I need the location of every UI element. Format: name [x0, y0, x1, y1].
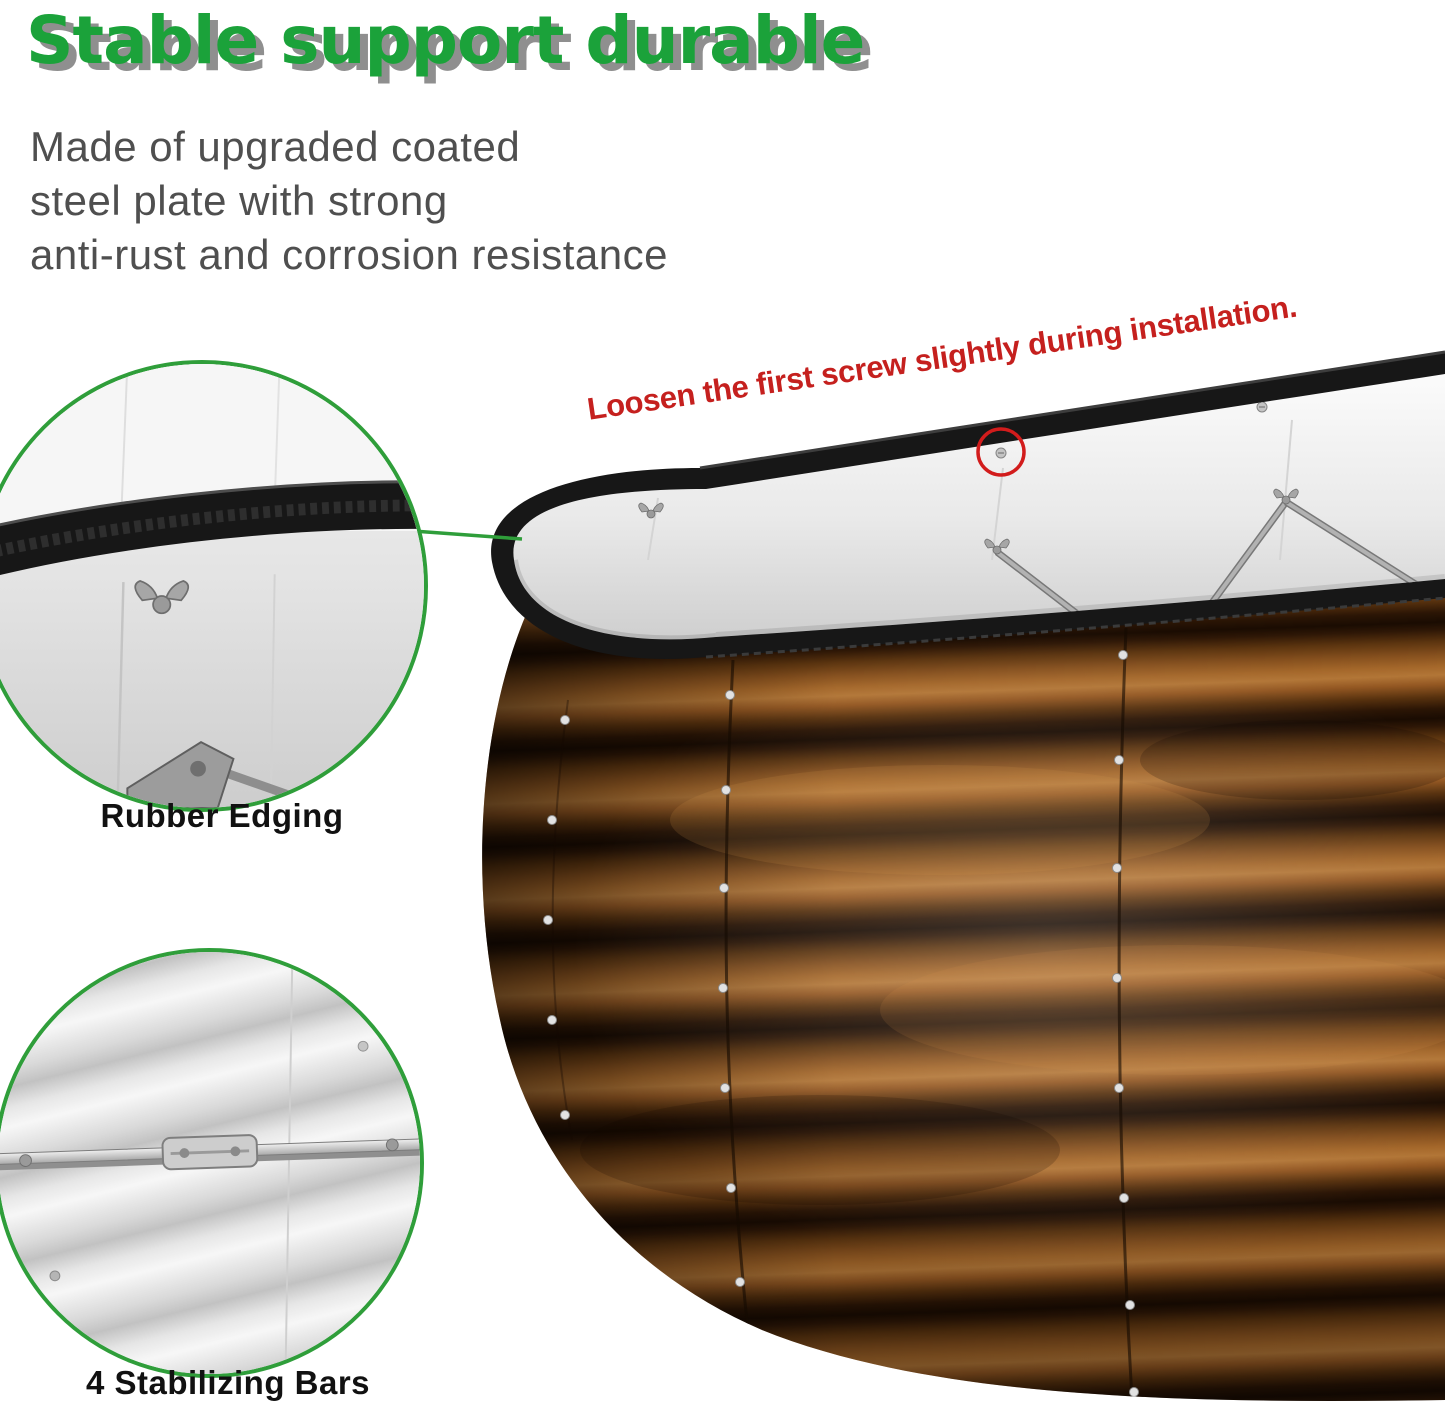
wingnut-zoom — [134, 579, 190, 615]
page-subtitle: Made of upgraded coated steel plate with… — [30, 123, 668, 278]
stabilizing-bars-callout — [0, 948, 424, 1378]
red-highlight-circle — [976, 427, 1026, 477]
bed-outer-body — [482, 596, 1445, 1401]
page-title: Stable support durable — [26, 2, 865, 79]
panel-seams — [551, 627, 1134, 1401]
rubber-edging-callout — [0, 360, 428, 812]
callout-leader-line — [412, 529, 523, 541]
rubber-edging-zoom — [0, 364, 424, 808]
wood-grain-streaks — [580, 720, 1445, 1205]
stabilizing-bars-zoom — [0, 952, 420, 1374]
rubber-edging-band — [0, 481, 424, 576]
rubber-edging-label: Rubber Edging — [100, 797, 344, 834]
stabilizing-bar — [0, 1134, 420, 1171]
stabilizing-bars-label: 4 Stabilizing Bars — [85, 1364, 371, 1401]
